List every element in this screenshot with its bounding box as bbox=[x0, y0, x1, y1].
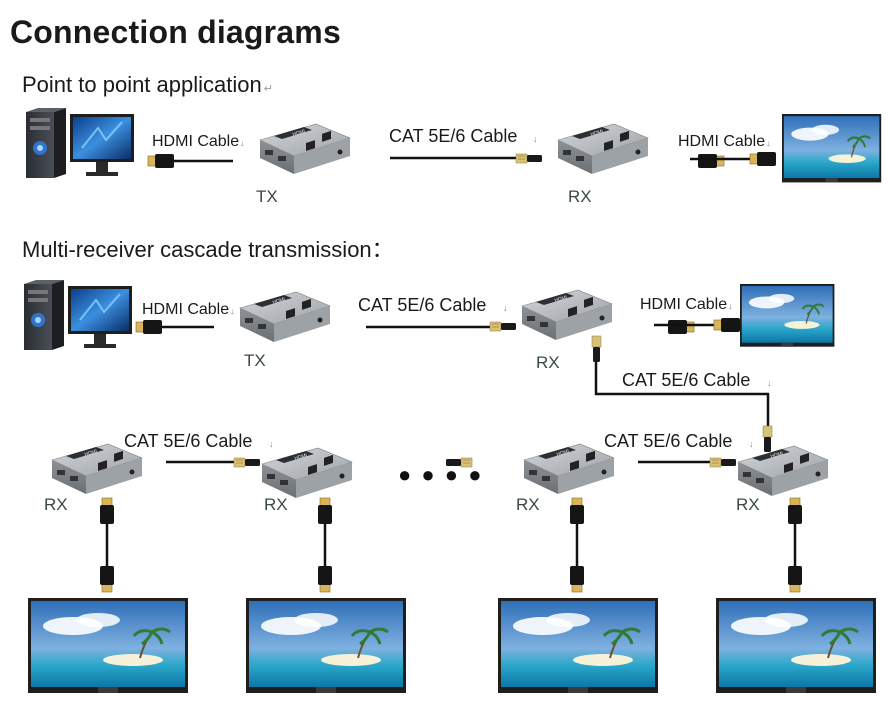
rj45-connector-icon bbox=[762, 425, 773, 453]
hdmi-drop-4 bbox=[787, 497, 803, 593]
hdmi-connector-icon bbox=[749, 151, 777, 167]
cascade-section-title: Multi-receiver cascade transmission： bbox=[22, 237, 394, 262]
return-mark: ↓ bbox=[728, 301, 733, 311]
return-mark: ↓ bbox=[767, 378, 772, 388]
display-tv-icon bbox=[496, 596, 660, 695]
cat-cable-label: CAT 5E/6 Cable bbox=[124, 431, 252, 451]
return-mark: ↓ bbox=[533, 134, 538, 144]
rj45-connector-icon bbox=[233, 457, 261, 468]
return-mark: ↓ bbox=[230, 306, 235, 316]
rx-extender-icon bbox=[261, 447, 353, 499]
return-mark: ↓ bbox=[269, 439, 274, 449]
display-tv-icon bbox=[244, 596, 408, 695]
cat-cable bbox=[594, 362, 770, 426]
return-mark: ↓ bbox=[240, 138, 245, 148]
tx-extender-icon bbox=[239, 291, 331, 343]
display-tv-icon bbox=[714, 596, 878, 695]
rx-label: RX bbox=[44, 495, 68, 514]
rj45-connector-icon bbox=[515, 153, 543, 164]
hdmi-connector-icon bbox=[135, 319, 163, 335]
tx-label: TX bbox=[244, 351, 266, 370]
ellipsis-dots: ● ● ● ● bbox=[398, 462, 484, 487]
hdmi-connector-icon bbox=[667, 319, 695, 335]
tx-extender-icon bbox=[259, 123, 351, 175]
display-tv-icon bbox=[780, 112, 883, 184]
return-mark: ↓ bbox=[766, 138, 771, 148]
rx-label: RX bbox=[264, 495, 288, 514]
hdmi-connector-icon bbox=[147, 153, 175, 169]
return-mark: ↵ bbox=[263, 83, 273, 95]
hdmi-drop-3 bbox=[569, 497, 585, 593]
hdmi-cable-label: HDMI Cable bbox=[142, 301, 229, 318]
rj45-connector-icon bbox=[591, 335, 602, 363]
source-pc-icon bbox=[23, 279, 133, 351]
source-pc-icon bbox=[25, 107, 135, 179]
display-tv-icon bbox=[739, 283, 836, 348]
cat-cable-label: CAT 5E/6 Cable bbox=[389, 126, 517, 146]
rj45-connector-icon bbox=[709, 457, 737, 468]
hdmi-drop-2 bbox=[317, 497, 333, 593]
rx-label: RX bbox=[516, 495, 540, 514]
hdmi-connector-icon bbox=[697, 153, 725, 169]
hdmi-cable-label: HDMI Cable bbox=[678, 133, 765, 150]
rx-extender-icon bbox=[51, 443, 143, 495]
cat-cable-label: CAT 5E/6 Cable bbox=[358, 295, 486, 315]
rx-label: RX bbox=[536, 353, 560, 372]
return-mark: ↓ bbox=[503, 303, 508, 313]
hdmi-cable-label: HDMI Cable bbox=[640, 296, 727, 313]
cat-cable-label: CAT 5E/6 Cable bbox=[622, 370, 750, 390]
hdmi-cable-label: HDMI Cable bbox=[152, 133, 239, 150]
page-title: Connection diagrams bbox=[10, 14, 341, 50]
rx-label: RX bbox=[736, 495, 760, 514]
rx-label: RX bbox=[568, 187, 592, 206]
rj45-connector-icon bbox=[489, 321, 517, 332]
tx-label: TX bbox=[256, 187, 278, 206]
display-tv-icon bbox=[26, 596, 190, 695]
rx-extender-icon bbox=[557, 123, 649, 175]
return-mark: ↓ bbox=[749, 439, 754, 449]
hdmi-drop-1 bbox=[99, 497, 115, 593]
p2p-section-title: Point to point application↵ bbox=[22, 72, 273, 97]
rx-extender-icon bbox=[737, 445, 829, 497]
rx-extender-icon bbox=[521, 289, 613, 341]
hdmi-connector-icon bbox=[713, 317, 741, 333]
rx-extender-icon bbox=[523, 443, 615, 495]
cat-cable-label: CAT 5E/6 Cable bbox=[604, 431, 732, 451]
